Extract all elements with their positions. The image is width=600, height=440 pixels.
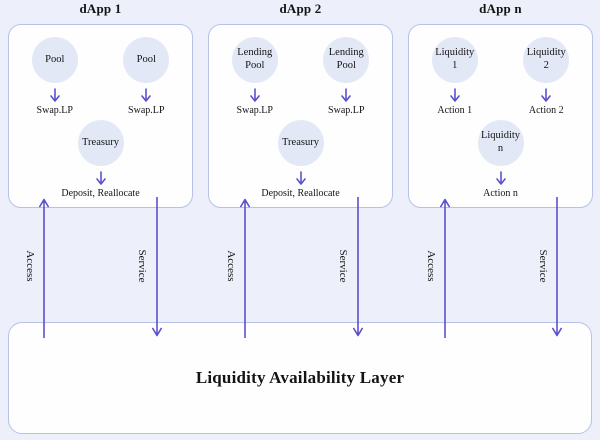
dapp2-lending-pool-1: Lending Pool Swap.LP	[209, 37, 301, 116]
service-down-arrow-icon	[353, 197, 363, 337]
service-label: Service	[537, 249, 549, 283]
access-label: Access	[24, 250, 36, 282]
dappn-liquidity-n: Liquidity n Action n	[477, 120, 524, 199]
liquidity-action-label: Action 1	[437, 105, 473, 116]
down-arrow-icon	[341, 88, 352, 102]
dapp1-title: dApp 1	[79, 1, 122, 16]
pool-action-label: Swap.LP	[236, 105, 273, 116]
liquidity-availability-layer-label: Liquidity Availability Layer	[195, 368, 405, 387]
dappn-liquidity-1: Liquidity 1 Action 1	[409, 37, 501, 116]
lending-pool-circle: Lending Pool	[323, 37, 370, 83]
liquidity-circle-label: Liquidity n	[480, 130, 521, 154]
treasury-action-label: Deposit, Reallocate	[261, 188, 340, 199]
pool-circle-label: Pool	[136, 53, 156, 65]
dapp1-pool-2: Pool Swap.LP	[101, 37, 193, 116]
lending-pool-circle-label: Lending Pool	[328, 47, 364, 71]
pool-circle: Pool	[123, 37, 170, 83]
service-label: Service	[136, 249, 148, 283]
treasury-circle-label: Treasury	[282, 136, 319, 148]
treasury-circle: Treasury	[277, 120, 324, 166]
dapp2-pools-row: Lending Pool Swap.LP Lending Pool Swap.L…	[209, 37, 392, 116]
dappn-liquidity-row: Liquidity 1 Action 1 Liquidity 2 Action …	[409, 37, 592, 116]
dappn-title: dApp n	[479, 1, 522, 16]
dappn-liquidity-n-row: Liquidity n Action n	[409, 120, 592, 199]
pool-circle: Pool	[31, 37, 78, 83]
liquidity-circle: Liquidity n	[477, 120, 524, 166]
down-arrow-icon	[295, 171, 306, 185]
liquidity-circle: Liquidity 1	[431, 37, 478, 83]
service-down-arrow-icon	[552, 197, 562, 337]
access-label: Access	[425, 250, 437, 282]
access-label: Access	[225, 250, 237, 282]
liquidity-availability-layer-box: Liquidity Availability Layer	[8, 322, 592, 434]
treasury-circle-label: Treasury	[82, 136, 119, 148]
pool-action-label: Swap.LP	[36, 105, 73, 116]
dapp1-pools-row: Pool Swap.LP Pool Swap.LP	[9, 37, 192, 116]
liquidity-circle-label: Liquidity 1	[435, 47, 475, 71]
dapp2-panel: Lending Pool Swap.LP Lending Pool Swap.L…	[208, 24, 393, 208]
down-arrow-icon	[541, 88, 552, 102]
pool-action-label: Swap.LP	[328, 105, 365, 116]
liquidity-action-label: Action 2	[528, 105, 564, 116]
down-arrow-icon	[49, 88, 60, 102]
down-arrow-icon	[449, 88, 460, 102]
service-down-arrow-icon	[152, 197, 162, 337]
down-arrow-icon	[249, 88, 260, 102]
access-up-arrow-icon	[39, 198, 49, 338]
dapp1-pool-1: Pool Swap.LP	[9, 37, 101, 116]
dapp2-lending-pool-2: Lending Pool Swap.LP	[301, 37, 393, 116]
dapp1-treasury-row: Treasury Deposit, Reallocate	[9, 120, 192, 199]
dapp1-treasury: Treasury Deposit, Reallocate	[61, 120, 140, 199]
down-arrow-icon	[141, 88, 152, 102]
service-label: Service	[337, 249, 349, 283]
down-arrow-icon	[495, 171, 506, 185]
treasury-action-label: Deposit, Reallocate	[61, 188, 140, 199]
dapp1-panel: Pool Swap.LP Pool Swap.LP Treasury Depos…	[8, 24, 193, 208]
liquidity-circle-label: Liquidity 2	[526, 47, 566, 71]
treasury-circle: Treasury	[77, 120, 124, 166]
liquidity-circle: Liquidity 2	[523, 37, 570, 83]
lending-pool-circle: Lending Pool	[231, 37, 278, 83]
liquidity-action-label: Action n	[483, 188, 518, 199]
dapp2-treasury: Treasury Deposit, Reallocate	[261, 120, 340, 199]
lending-pool-circle-label: Lending Pool	[237, 47, 273, 71]
dapp2-treasury-row: Treasury Deposit, Reallocate	[209, 120, 392, 199]
access-up-arrow-icon	[440, 198, 450, 338]
pool-action-label: Swap.LP	[128, 105, 165, 116]
dappn-liquidity-2: Liquidity 2 Action 2	[501, 37, 593, 116]
down-arrow-icon	[95, 171, 106, 185]
pool-circle-label: Pool	[45, 53, 65, 65]
access-up-arrow-icon	[240, 198, 250, 338]
dappn-panel: Liquidity 1 Action 1 Liquidity 2 Action …	[408, 24, 593, 208]
dapp2-title: dApp 2	[279, 1, 322, 16]
